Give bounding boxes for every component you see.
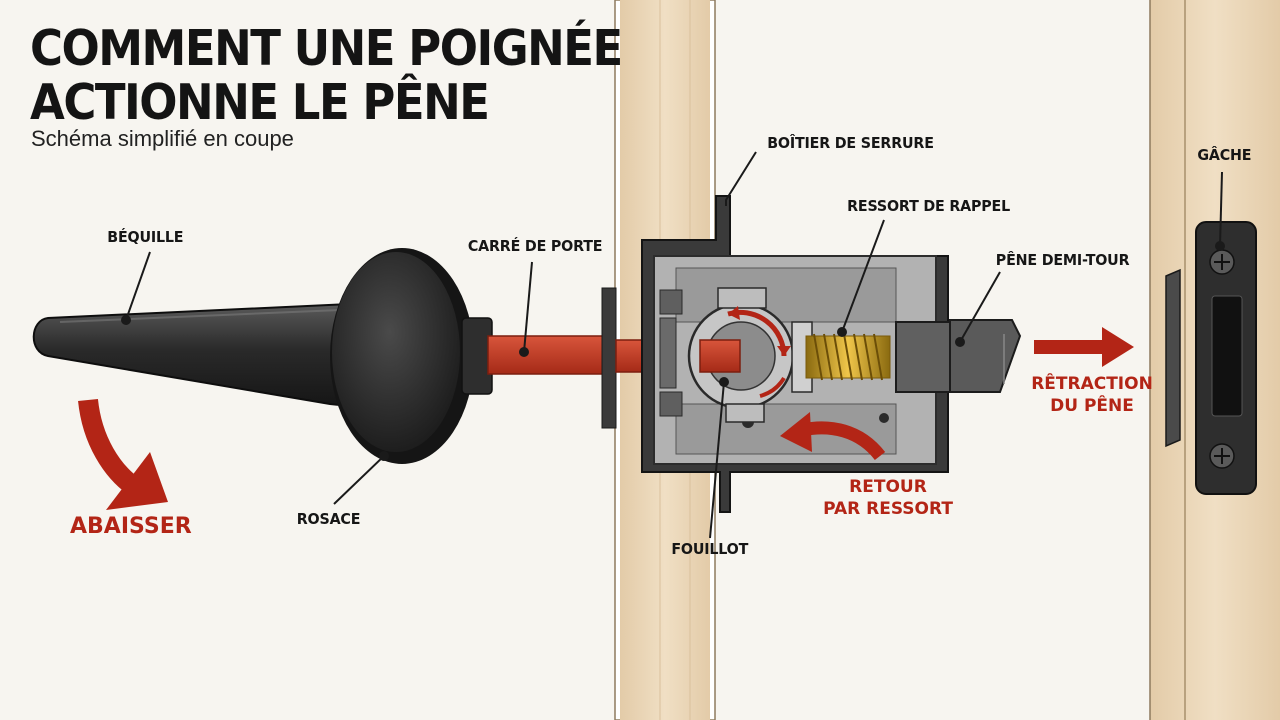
leader-dots bbox=[121, 241, 1225, 461]
retraction-arrow-icon bbox=[1034, 327, 1134, 367]
label-gache: GÂCHE bbox=[1197, 146, 1252, 164]
action-abaisser: ABAISSER bbox=[70, 514, 192, 539]
label-pene-demi-tour: PÊNE DEMI-TOUR bbox=[995, 251, 1130, 269]
retraction-line-1: RÊTRACTION bbox=[1031, 374, 1153, 394]
leader-lines bbox=[125, 151, 1223, 539]
rosette bbox=[330, 248, 493, 464]
label-fouillot: FOUILLOT bbox=[671, 540, 749, 558]
title-line-1: COMMENT UNE POIGNÉE bbox=[30, 19, 623, 78]
strike-plate bbox=[1165, 221, 1257, 495]
label-rosace: ROSACE bbox=[296, 510, 361, 528]
label-boitier-de-serrure: BOÎTIER DE SERRURE bbox=[767, 134, 934, 152]
retraction-line-2: DU PÊNE bbox=[1050, 396, 1134, 416]
action-retour-par-ressort: RETOUR PAR RESSORT bbox=[818, 476, 958, 520]
page-subtitle: Schéma simplifié en coupe bbox=[31, 126, 294, 151]
push-down-arrow-icon bbox=[78, 398, 168, 510]
label-bequille: BÉQUILLE bbox=[107, 228, 184, 246]
retour-line-2: PAR RESSORT bbox=[823, 499, 953, 519]
label-carre-de-porte: CARRÉ DE PORTE bbox=[467, 237, 603, 255]
page-title: COMMENT UNE POIGNÉE ACTIONNE LE PÊNE bbox=[30, 19, 623, 132]
latch-bolt bbox=[895, 319, 1022, 393]
action-retraction: RÊTRACTION DU PÊNE bbox=[1030, 373, 1154, 417]
return-arrow-icon bbox=[780, 412, 886, 461]
return-spring bbox=[791, 321, 891, 393]
label-ressort-de-rappel: RESSORT DE RAPPEL bbox=[847, 197, 1011, 215]
title-line-2: ACTIONNE LE PÊNE bbox=[30, 73, 490, 132]
follower bbox=[687, 287, 795, 423]
retour-line-1: RETOUR bbox=[849, 477, 927, 497]
